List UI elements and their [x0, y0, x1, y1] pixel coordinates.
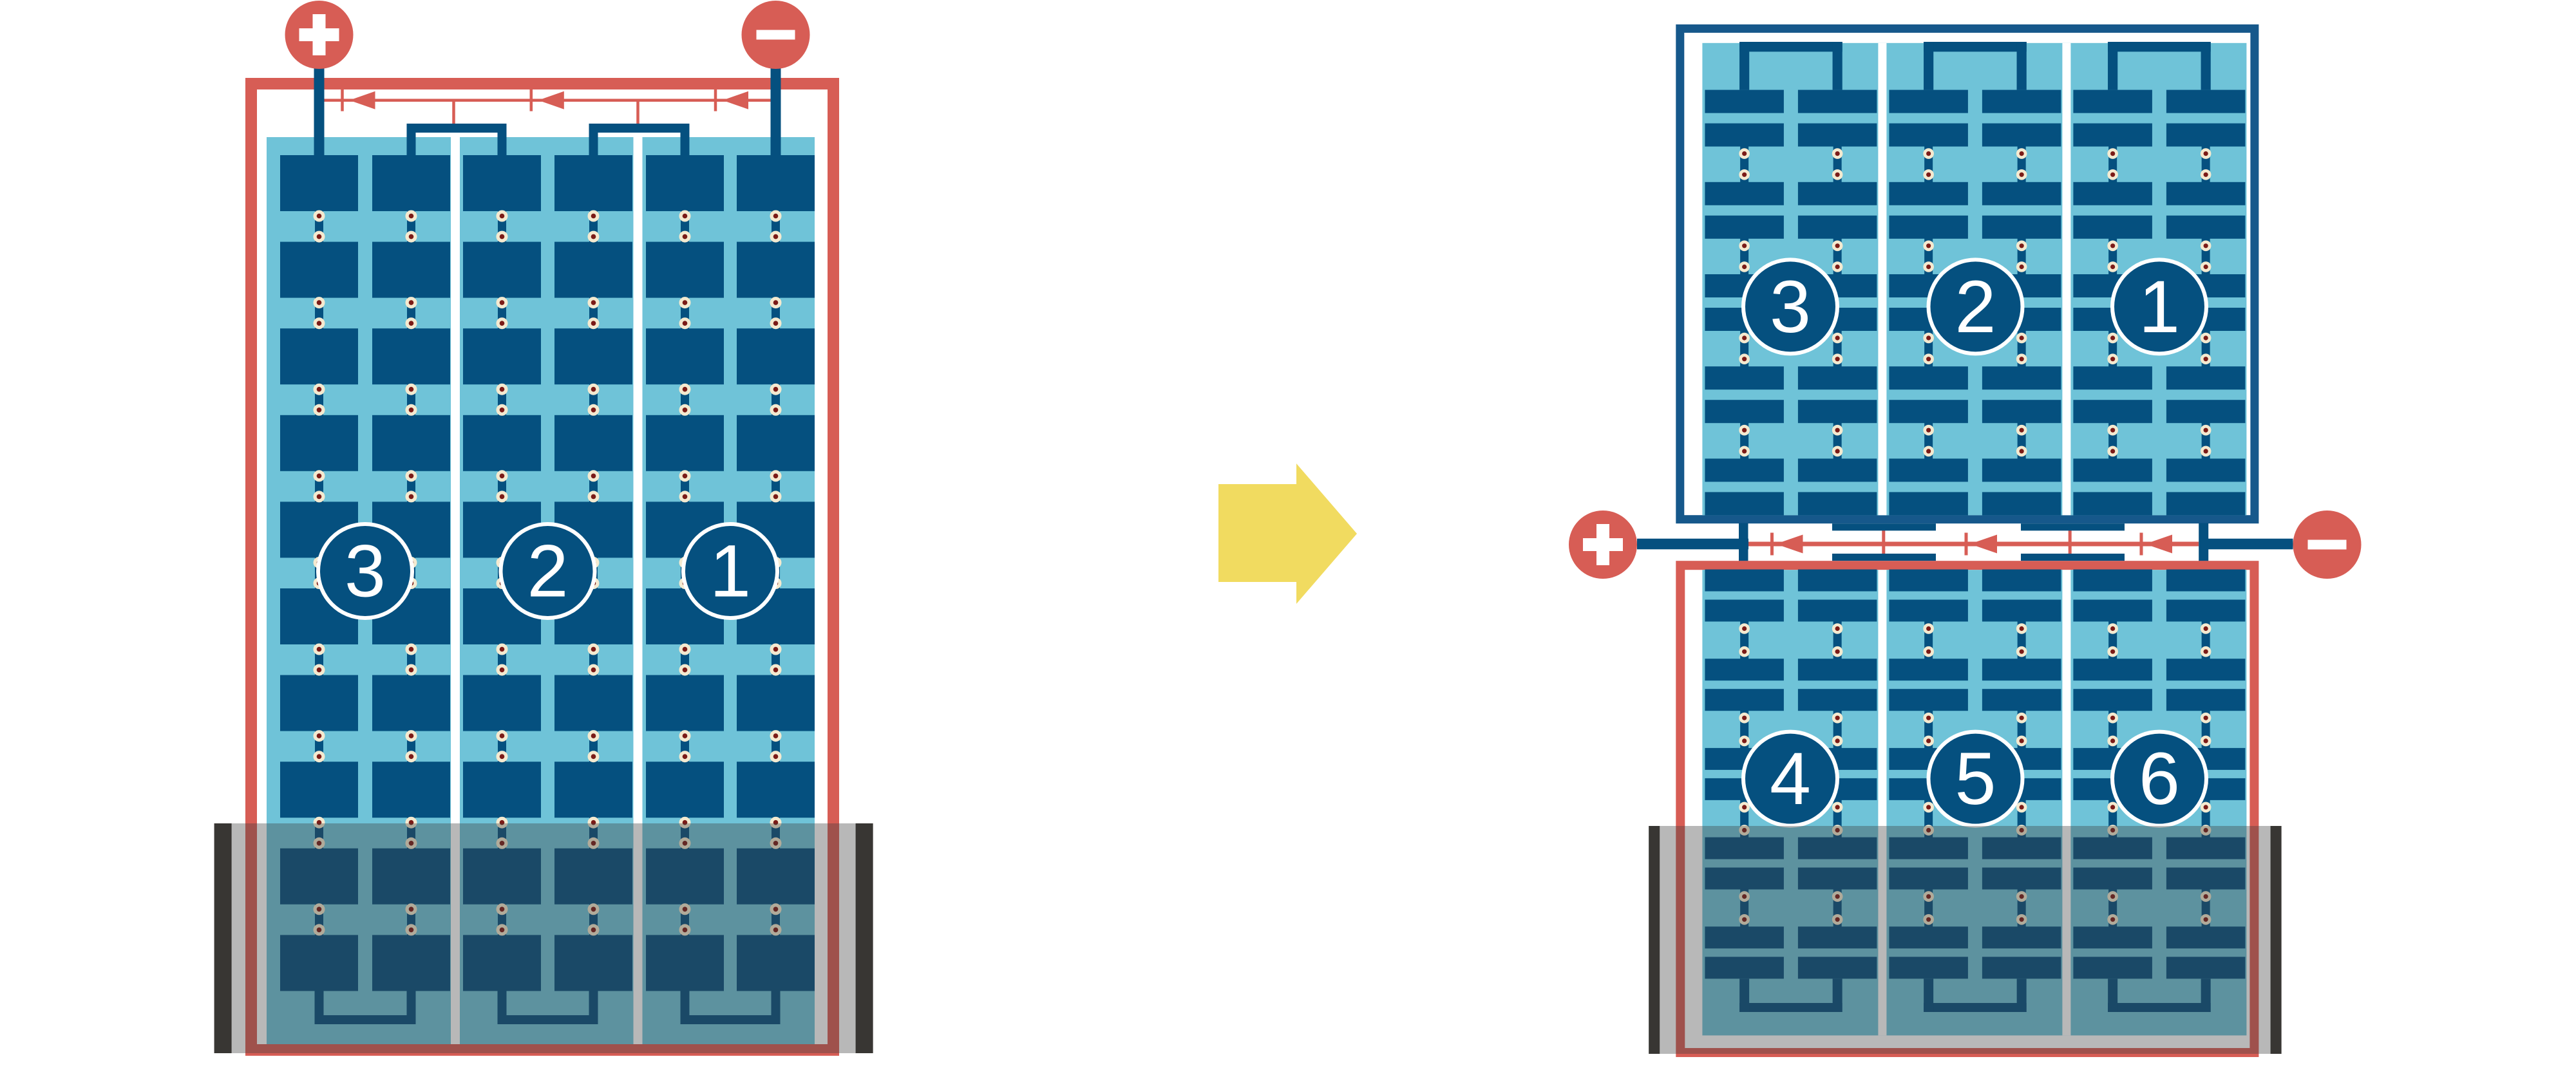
svg-text:2: 2 — [1955, 266, 1996, 348]
svg-text:1: 1 — [710, 530, 751, 613]
svg-text:3: 3 — [345, 530, 386, 613]
svg-text:4: 4 — [1770, 738, 1811, 820]
svg-text:6: 6 — [2139, 738, 2180, 820]
svg-text:1: 1 — [2139, 266, 2180, 348]
svg-text:5: 5 — [1955, 738, 1996, 820]
svg-text:2: 2 — [527, 530, 569, 613]
svg-text:3: 3 — [1770, 266, 1811, 348]
